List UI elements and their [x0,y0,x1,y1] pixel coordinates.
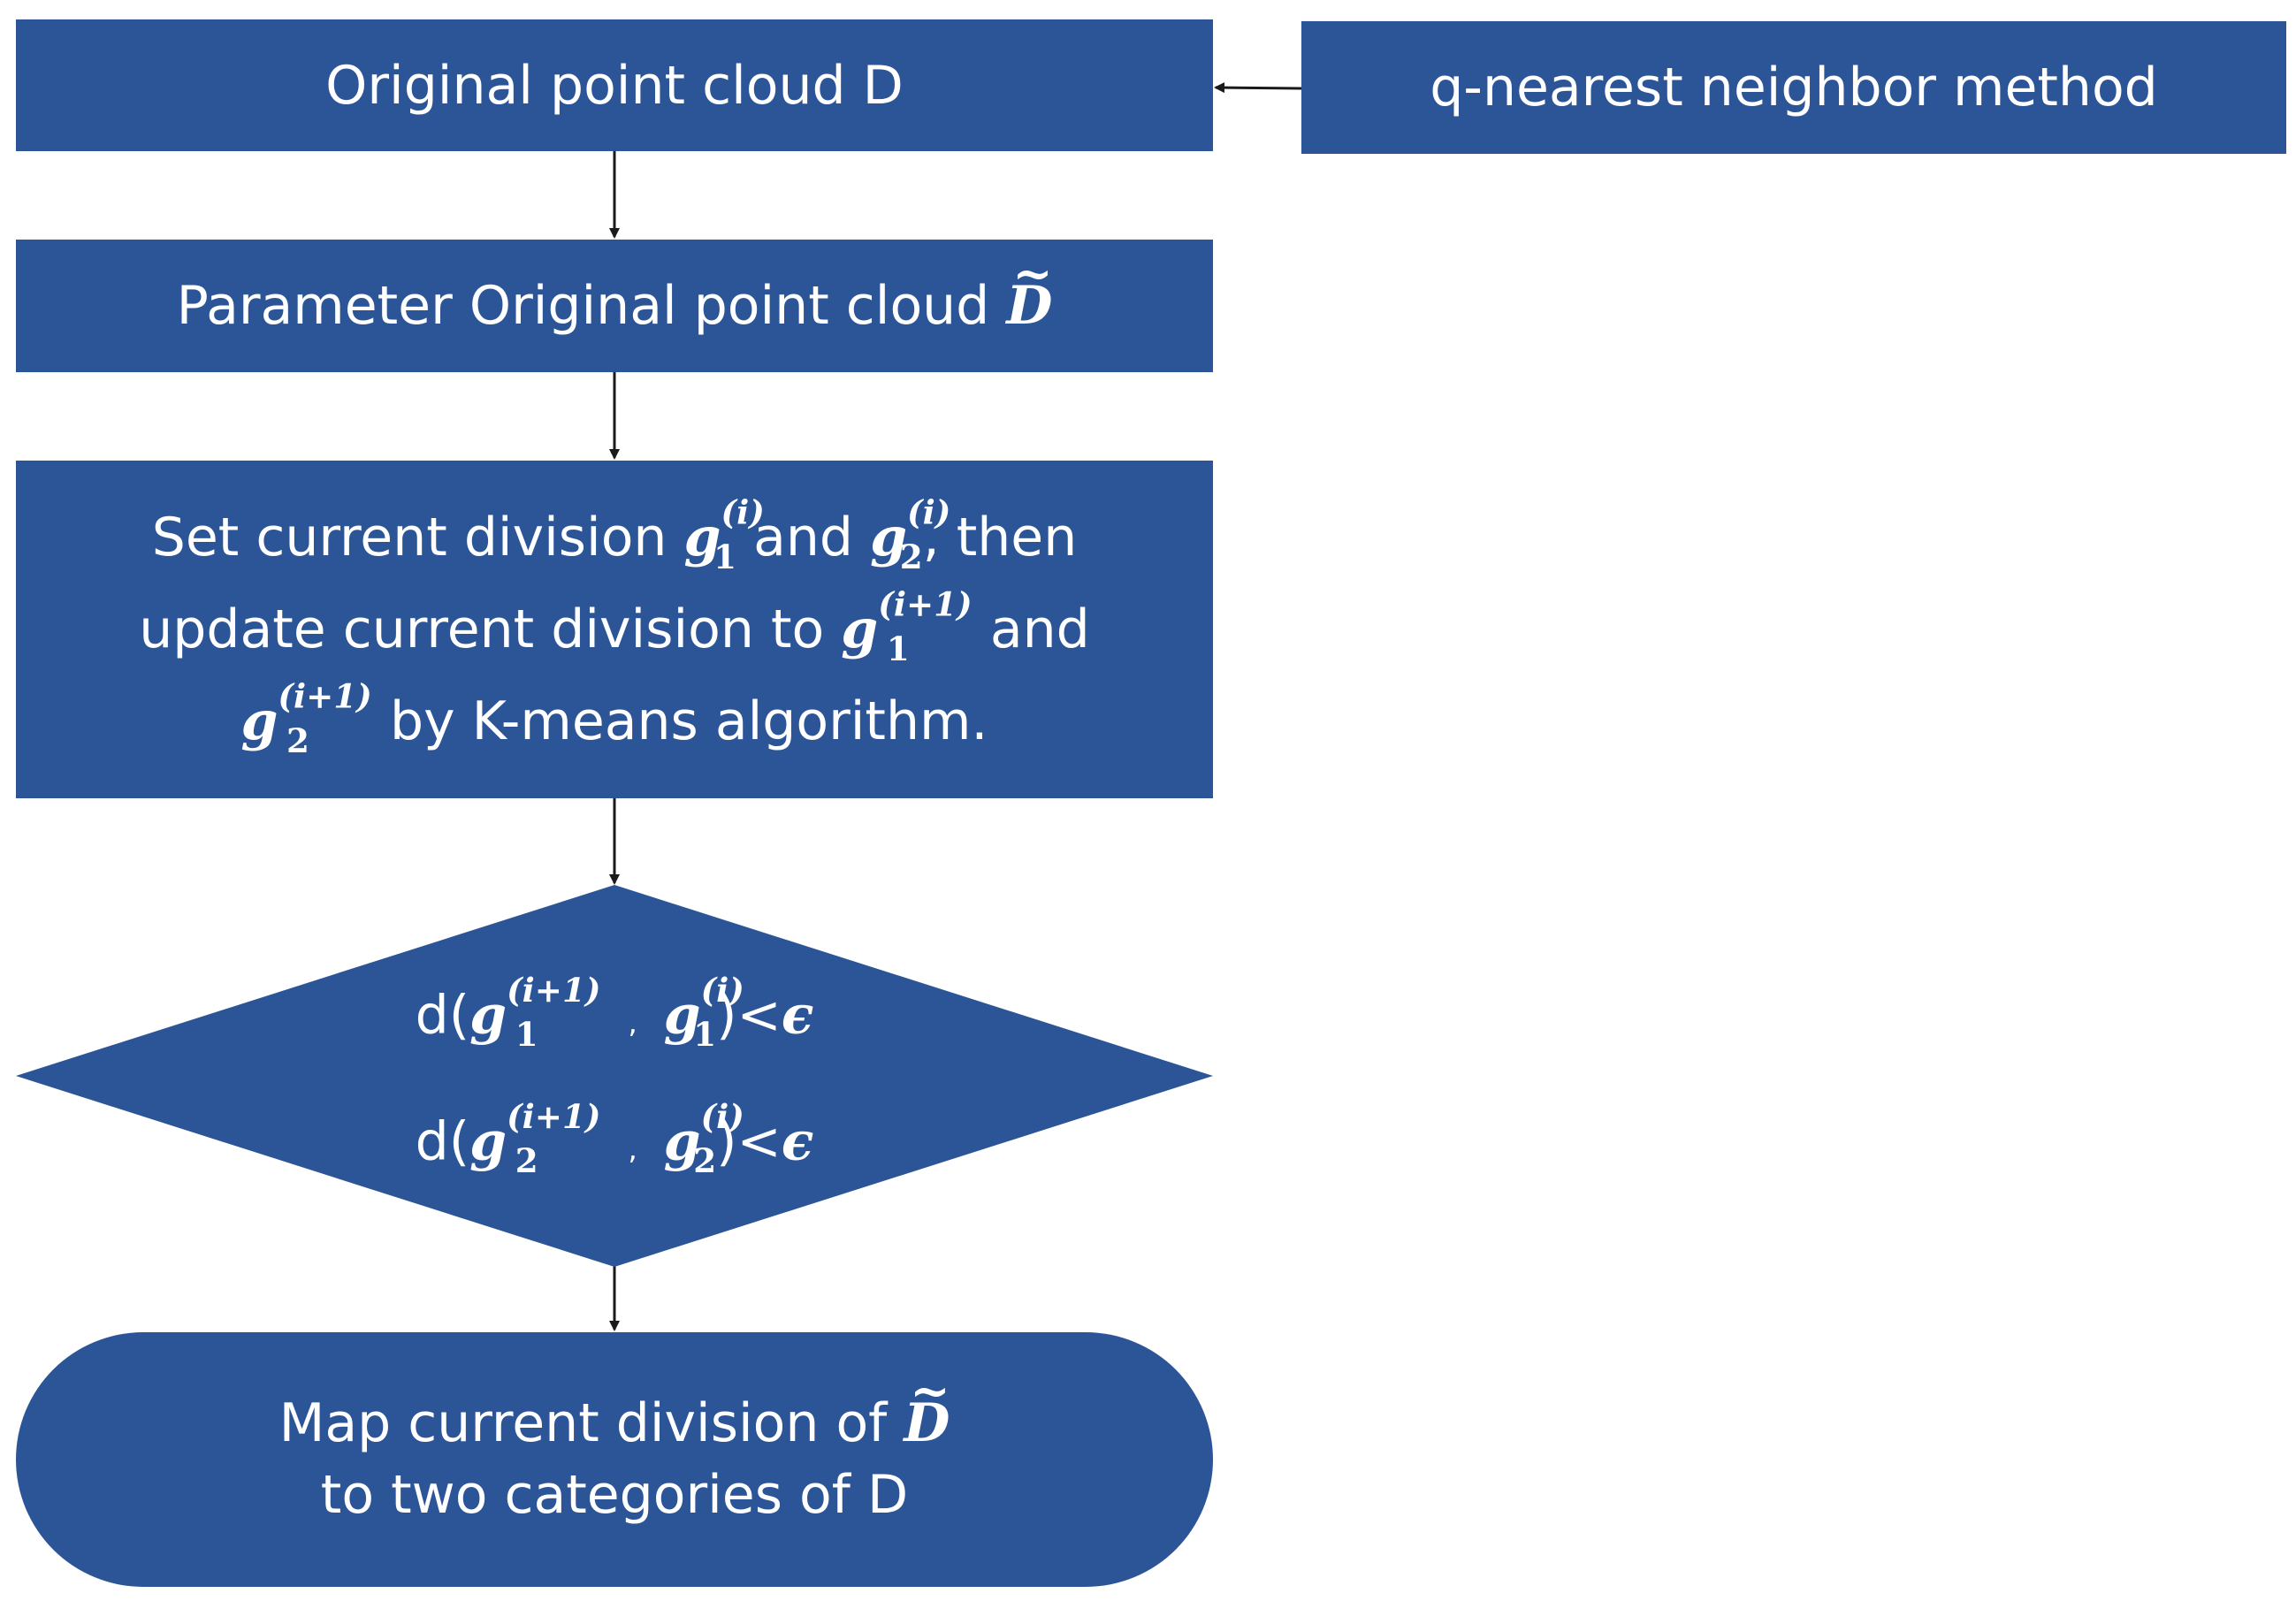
superscript-i-plus-1: (i+1) [507,970,601,1010]
parameter-point-cloud-text: Parameter Original point cloud [176,275,1007,337]
decision-condition: d(g(i+1)1,g(i)1)<ϵ d(g(i+1)2,g(i)2)<ϵ [16,885,1213,1267]
condition-2-suffix: )< [716,1110,782,1173]
map-line-2: to two categories of D [320,1464,909,1526]
map-line-1-text: Map current division of [278,1392,904,1454]
condition-line-1: d(g(i+1)1,g(i)1)<ϵ [415,970,814,1054]
q-nearest-neighbor-label: q-nearest neighbor method [1430,57,2158,118]
epsilon-symbol: ϵ [781,983,814,1046]
map-categories-terminal: Map current division of D to two categor… [16,1332,1213,1587]
condition-1-separator: , [628,1004,637,1040]
update-text-seg2: and [736,507,871,568]
superscript-i-plus-1: (i+1) [507,1097,601,1136]
g-symbol: g [683,507,721,568]
parameter-point-cloud-label: Parameter Original point cloud D [177,274,1053,338]
g-symbol: g [469,1110,507,1173]
decision-diamond [16,885,1213,1267]
superscript-i: (i) [721,492,765,532]
subscript-1: 1 [515,1014,538,1054]
g-symbol: g [469,983,507,1046]
subscript-2: 2 [515,1141,538,1181]
condition-1-suffix: )< [716,983,782,1046]
d-tilde-symbol: D [1006,274,1052,338]
original-point-cloud-label: Original point cloud D [325,54,904,117]
subscript-1: 1 [693,1014,717,1054]
update-text-seg1: Set current division [151,507,684,568]
kmeans-update-text: Set current division g(i)1 and g(i)2, th… [139,492,1089,767]
update-text-seg4: update current division to [139,598,842,660]
subscript-2: 2 [899,537,923,576]
superscript-i-plus-1: (i+1) [278,676,372,716]
g-symbol: g [240,690,278,752]
parameter-point-cloud-box: Parameter Original point cloud D [16,240,1213,372]
update-text-seg5: and [973,598,1090,660]
condition-line-2: d(g(i+1)2,g(i)2)<ϵ [415,1100,814,1181]
subscript-1: 1 [713,537,737,576]
kmeans-update-box: Set current division g(i)1 and g(i)2, th… [16,461,1213,798]
subscript-2: 2 [286,720,309,760]
kmeans-line-2: update current division to g(i+1) 1 and [139,583,1089,675]
superscript-i: (i) [700,1097,744,1136]
superscript-i: (i) [700,970,744,1010]
condition-1-prefix: d( [415,983,470,1046]
g-symbol: g [663,983,701,1046]
kmeans-line-3: g(i+1)2 by K-means algorithm. [139,675,1089,767]
map-categories-text: Map current division of D to two categor… [279,1388,950,1531]
subscript-2: 2 [693,1141,717,1181]
update-text-seg3: , then [922,507,1078,568]
original-point-cloud-box: Original point cloud D [16,19,1213,151]
superscript-i-plus-1: (i+1) [878,584,973,624]
update-text-seg6: by K-means algorithm. [372,690,988,752]
g-symbol: g [663,1110,701,1173]
g-symbol: g [870,507,908,568]
q-nearest-neighbor-box: q-nearest neighbor method [1301,21,2286,154]
kmeans-line-1: Set current division g(i)1 and g(i)2, th… [139,492,1089,583]
map-line-1: Map current division of D [279,1388,950,1460]
condition-2-separator: , [628,1132,637,1167]
subscript-1: 1 [886,629,910,668]
epsilon-symbol: ϵ [781,1110,814,1173]
condition-2-prefix: d( [415,1110,470,1173]
g-symbol: g [841,598,879,660]
superscript-i: (i) [907,492,951,532]
d-tilde-symbol: D [904,1388,950,1460]
